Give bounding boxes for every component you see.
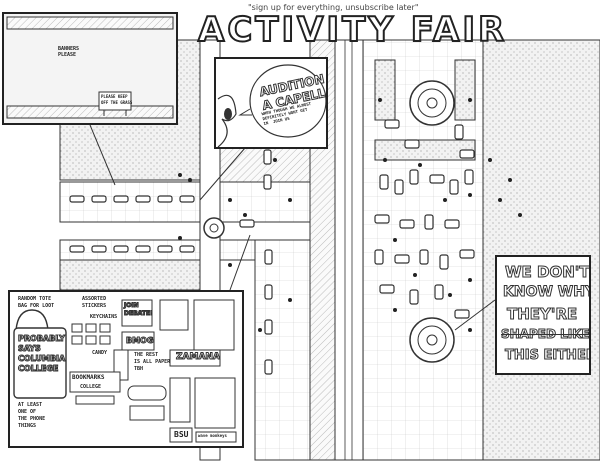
shapes-line-4: SHAPED LIKE [501, 327, 590, 342]
bsu-sticker: BSU [174, 430, 189, 439]
inset-panel-acapella: AUDITION FOR A CAPELLA! WHEN THOUGH WE A… [214, 57, 328, 149]
shapes-line-3: THEY'RE [506, 305, 578, 324]
keep-off-grass-sign: PLEASE KEEP OFF THE GRASS [101, 94, 133, 105]
phone-things-note: AT LEAST ONE OF THE PHONE THINGS [18, 402, 46, 429]
tote-bag-text: PROBABLY SAYS COLUMBIA COLLEGE [17, 334, 66, 374]
lawn-area [482, 39, 600, 461]
inset-panel-loot: RANDOM TOTE BAG FOR LOOT PROBABLY SAYS C… [8, 290, 244, 448]
rest-is-paper-note: THE REST IS ALL PAPER TBH [134, 352, 171, 372]
lawn-area [59, 259, 201, 291]
stickers-note: ASSORTED STICKERS [82, 296, 107, 309]
page-title: ACTIVITY FAIR [197, 9, 508, 51]
bmog-flyer: BMOG [125, 336, 154, 346]
inset-panel-banners: BANNERS PLEASE PLEASE KEEP OFF THE GRASS [2, 12, 178, 125]
fountain [409, 317, 455, 363]
zamana-flyer: ZAMANA [176, 352, 221, 363]
loot-drawing [13, 299, 237, 443]
candy-note: CANDY [92, 350, 108, 356]
shapes-line-1: WE DON'T [505, 263, 590, 282]
club-tables [69, 119, 475, 375]
shapes-line-2: KNOW WHY [502, 284, 591, 301]
tote-bag-note: RANDOM TOTE BAG FOR LOOT [18, 296, 55, 309]
banners-note: BANNERS PLEASE [58, 46, 80, 58]
bookmarks-note: BOOKMARKS [72, 374, 105, 381]
join-debate-flyer: JOIN DEBATE! [124, 302, 154, 318]
small-tag-label: wave monkeys [198, 433, 227, 438]
keychains-note: KEYCHAINS [90, 314, 118, 320]
lawn-area [374, 139, 476, 161]
college-bookmark: COLLEGE [80, 384, 102, 390]
page-subtitle: "sign up for everything, unsubscribe lat… [248, 3, 419, 12]
walkway [254, 239, 311, 461]
singer-drawing [217, 64, 326, 147]
fountain [409, 80, 455, 126]
inset-panel-shapes: WE DON'T KNOW WHY THEY'RE SHAPED LIKE TH… [495, 255, 591, 375]
fountain [203, 217, 225, 239]
fence-drawing [6, 16, 174, 119]
walkway [334, 39, 364, 461]
lawn-area [374, 59, 396, 121]
crowd-dots [178, 98, 522, 332]
shapes-line-5: THIS EITHER [505, 348, 591, 364]
lawn-area [454, 59, 476, 121]
